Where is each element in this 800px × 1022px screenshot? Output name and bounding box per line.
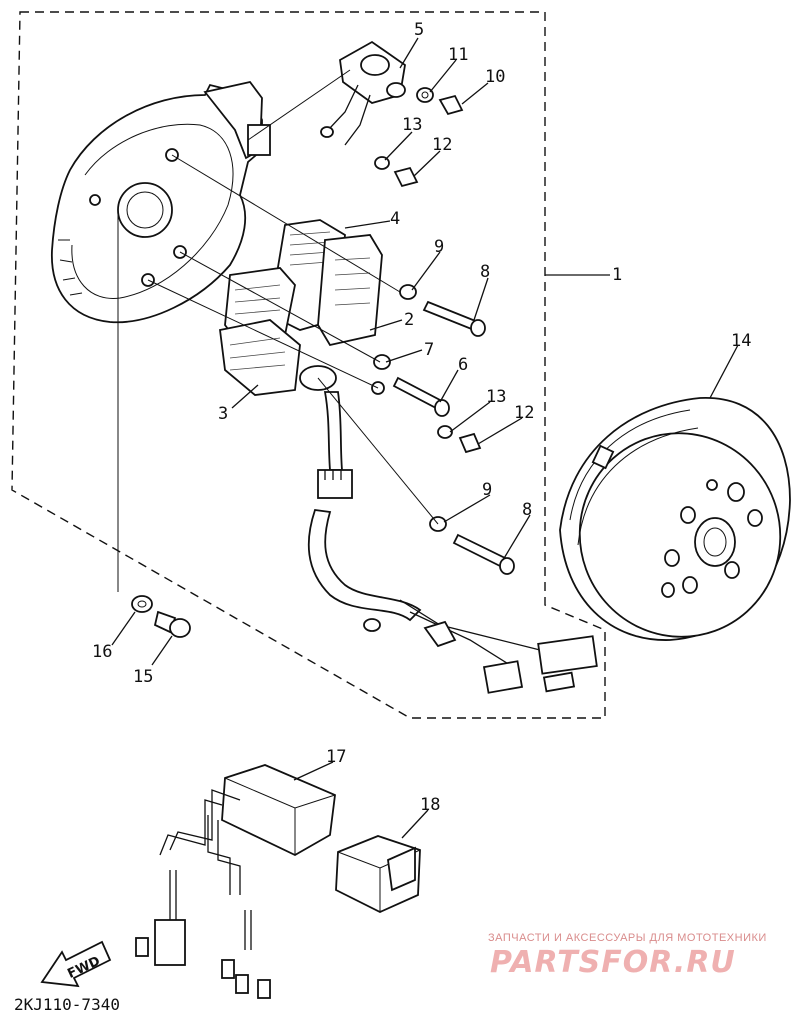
callout-18: 18 [420,795,440,815]
mount-bolt-washer [131,595,191,638]
pickup-coil [320,40,406,146]
flywheel-rotor [559,397,791,641]
alignment-lines [117,69,439,592]
rubber-cover [335,835,421,913]
callout-labels: 5 11 10 13 12 4 9 8 1 2 7 14 6 13 3 12 9… [92,20,751,815]
callout-13-top: 13 [402,115,422,135]
callout-17: 17 [326,747,346,767]
watermark: ЗАПЧАСТИ И АКСЕССУАРЫ ДЛЯ МОТОТЕХНИКИ PA… [488,932,767,980]
stator-coils [219,219,383,396]
callout-11: 11 [448,45,468,65]
callout-9-bottom: 9 [482,480,492,500]
assembly-boundary-dashed [11,11,606,719]
callout-16: 16 [92,642,112,662]
callout-14: 14 [731,331,751,351]
forward-arrow-indicator: FWD [40,940,112,988]
callout-7: 7 [424,340,434,360]
callout-8-bottom: 8 [522,500,532,520]
pickup-screws-washers [374,87,464,188]
callout-5: 5 [414,20,424,40]
callout-12-mid: 12 [514,403,534,423]
callout-13-mid: 13 [486,387,506,407]
stator-base-plate [51,80,271,324]
callout-leaders [111,37,739,839]
watermark-brand: PARTSFOR.RU [490,945,736,980]
callout-15: 15 [133,667,153,687]
callout-2: 2 [404,310,414,330]
callout-6: 6 [458,355,468,375]
callout-9-top: 9 [434,237,444,257]
drawing-code: 2KJ110-7340 [14,995,120,1014]
watermark-tagline: ЗАПЧАСТИ И АКСЕССУАРЫ ДЛЯ МОТОТЕХНИКИ [488,932,767,944]
callout-8-top: 8 [480,262,490,282]
ignition-module-box [135,764,336,999]
stator-bolts-washers [371,284,515,575]
callout-12-top: 12 [432,135,452,155]
callout-1: 1 [612,265,622,285]
callout-10: 10 [485,67,505,87]
stator-wire-harness [307,391,598,694]
callout-3: 3 [218,404,228,424]
callout-4: 4 [390,209,400,229]
